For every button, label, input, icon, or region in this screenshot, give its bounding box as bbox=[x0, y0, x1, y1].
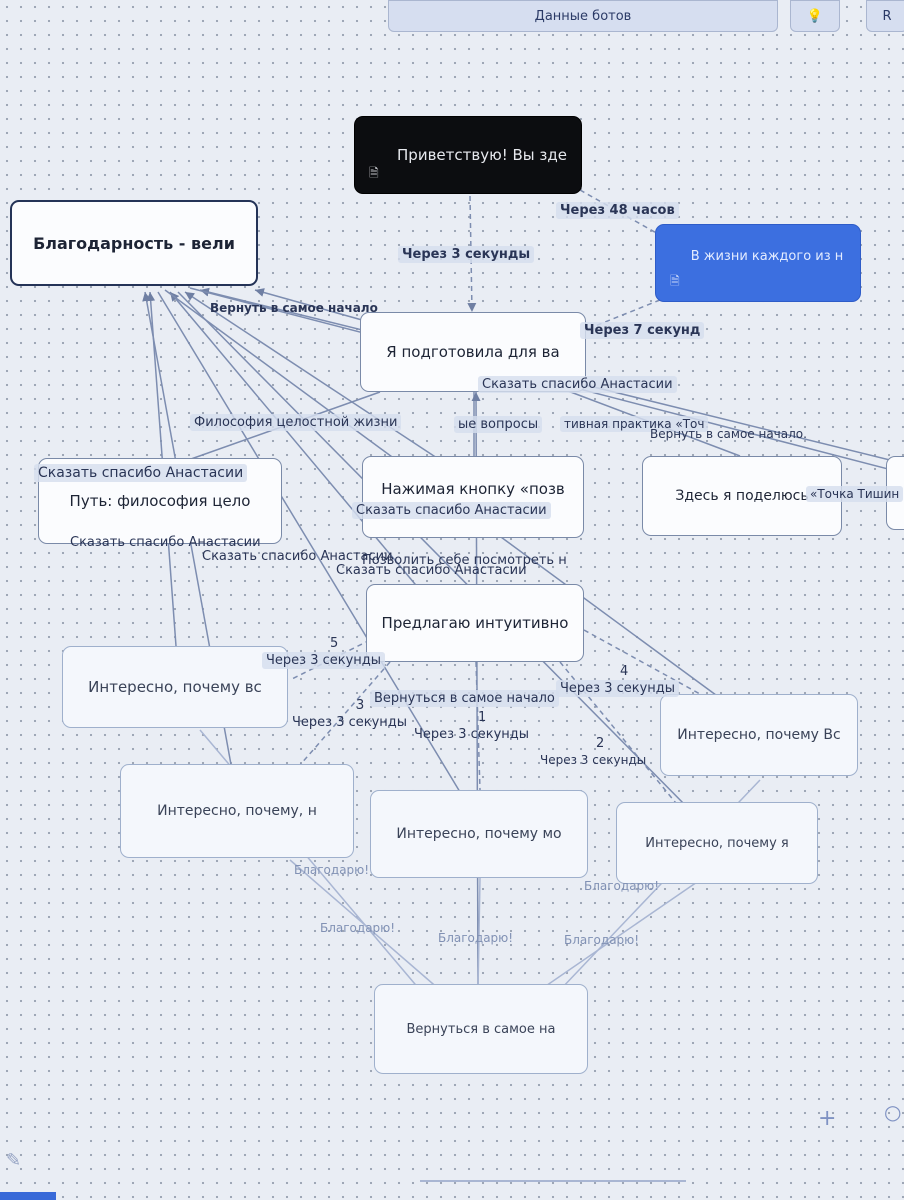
edge-label-after-3s-e[interactable]: Через 3 секунды bbox=[414, 727, 530, 742]
edge-label-after-3s-d[interactable]: Через 3 секунды bbox=[292, 715, 408, 730]
edge-label-thanks-3[interactable]: Благодарю! bbox=[320, 921, 396, 935]
edge-label-return-top[interactable]: Вернуть в самое начало bbox=[210, 301, 378, 315]
edge-label-after-3s-b[interactable]: Через 3 секунды bbox=[262, 652, 386, 669]
language-label: R bbox=[882, 8, 892, 24]
edge-label-after-3s-a[interactable]: Через 3 секунды bbox=[398, 246, 535, 263]
node-interesting-4-text: Интересно, почему Вс bbox=[677, 727, 841, 743]
node-interesting-3-text: Интересно, почему мо bbox=[396, 826, 562, 842]
node-interesting-2[interactable]: Интересно, почему, н bbox=[120, 764, 354, 858]
edge-label-thank-top[interactable]: Сказать спасибо Анастасии bbox=[478, 376, 677, 393]
node-offer-text: Предлагаю интуитивно bbox=[381, 614, 569, 632]
edge-label-thanks-1[interactable]: Благодарю! bbox=[294, 863, 370, 877]
node-press-button-text: Нажимая кнопку «позв bbox=[381, 480, 565, 498]
edge-label-thanks-2[interactable]: Благодарю! bbox=[584, 879, 660, 893]
edge-label-thank-mid[interactable]: Сказать спасибо Анастасии bbox=[202, 549, 393, 564]
node-interesting-2-text: Интересно, почему, н bbox=[157, 803, 317, 819]
edge-label-practice[interactable]: тивная практика «Точ bbox=[560, 416, 709, 432]
node-start[interactable]: 🗎 Приветствую! Вы зде bbox=[354, 116, 582, 194]
node-start-text: Приветствую! Вы зде bbox=[397, 146, 567, 164]
node-life[interactable]: 🗎 В жизни каждого из н bbox=[655, 224, 861, 302]
edge-int3-gratitude bbox=[157, 291, 461, 793]
bottom-accent-bar bbox=[0, 1192, 56, 1200]
edge-offer-int2 bbox=[299, 661, 391, 766]
node-interesting-5[interactable]: Интересно, почему я bbox=[616, 802, 818, 884]
edge-label-philosophy[interactable]: Философия целостной жизни bbox=[190, 414, 402, 431]
edge-label-return-mid[interactable]: Вернуться в самое начало bbox=[370, 690, 559, 707]
bot-data-label: Данные ботов bbox=[534, 8, 632, 24]
edge-number-3: 3 bbox=[356, 698, 365, 713]
plus-icon[interactable]: + bbox=[818, 1106, 837, 1131]
edge-number-5: 5 bbox=[330, 636, 339, 651]
edge-press-gratitude bbox=[184, 291, 441, 461]
node-prepared-text: Я подготовила для ва bbox=[386, 343, 560, 361]
edge-number-1: 1 bbox=[478, 710, 487, 725]
node-interesting-4[interactable]: Интересно, почему Вс bbox=[660, 694, 858, 776]
edge-int5-gratitude bbox=[177, 291, 691, 811]
edge-label-after-3s-f[interactable]: Через 3 секунды bbox=[540, 753, 647, 767]
node-here-share-text: Здесь я поделюсь bbox=[675, 488, 809, 504]
node-press-button[interactable]: Нажимая кнопку «позв bbox=[362, 456, 584, 538]
edge-label-tochka[interactable]: «Точка Тишин bbox=[806, 486, 904, 502]
node-interesting-3[interactable]: Интересно, почему мо bbox=[370, 790, 588, 878]
node-return-start-text: Вернуться в самое на bbox=[406, 1021, 556, 1037]
lightbulb-icon[interactable]: 💡 bbox=[790, 0, 840, 32]
edge-label-thank-mid2[interactable]: Сказать спасибо Анастасии bbox=[336, 563, 527, 578]
edge-offer-int1 bbox=[289, 639, 371, 681]
node-path-text: Путь: философия цело bbox=[69, 492, 251, 510]
edge-label-thank-center[interactable]: Сказать спасибо Анастасии bbox=[352, 502, 551, 519]
edge-label-after-48h[interactable]: Через 48 часов bbox=[556, 202, 679, 219]
node-interesting-1[interactable]: Интересно, почему вс bbox=[62, 646, 288, 728]
edge-int3-return bbox=[477, 877, 481, 991]
edge-label-questions[interactable]: ые вопросы bbox=[454, 416, 543, 433]
edge-label-thank-left2[interactable]: Сказать спасибо Анастасии bbox=[70, 535, 261, 550]
node-interesting-5-text: Интересно, почему я bbox=[645, 835, 789, 851]
node-life-text: В жизни каждого из н bbox=[690, 248, 844, 264]
edge-label-allow-self[interactable]: Позволить себе посмотреть н bbox=[362, 553, 567, 568]
edge-int5-return bbox=[539, 879, 701, 991]
node-gratitude[interactable]: Благодарность - вели bbox=[10, 200, 258, 286]
edge-label-after-7s[interactable]: Через 7 секунд bbox=[580, 322, 705, 339]
node-offer[interactable]: Предлагаю интуитивно bbox=[366, 584, 584, 662]
bottom-divider bbox=[420, 1180, 686, 1182]
node-interesting-1-text: Интересно, почему вс bbox=[88, 678, 262, 696]
node-return-start[interactable]: Вернуться в самое на bbox=[374, 984, 588, 1074]
document-icon: 🗎 bbox=[369, 166, 379, 180]
edge-offer-int4 bbox=[583, 629, 701, 695]
zoom-icon[interactable]: ○ bbox=[884, 1100, 902, 1124]
edge-label-thanks-5[interactable]: Благодарю! bbox=[564, 933, 640, 947]
edge-label-thanks-4[interactable]: Благодарю! bbox=[438, 931, 514, 945]
edge-prepared-path bbox=[159, 391, 381, 471]
bot-data-button[interactable]: Данные ботов bbox=[388, 0, 778, 32]
edge-label-thank-left[interactable]: Сказать спасибо Анастасии bbox=[34, 464, 248, 482]
edge-offer-gratitude bbox=[169, 291, 421, 591]
edge-number-2: 2 bbox=[596, 736, 605, 751]
edge-label-return-right[interactable]: Вернуть в самое начало. bbox=[650, 427, 807, 441]
edge-label-after-3s-c[interactable]: Через 3 секунды bbox=[556, 680, 680, 697]
node-gratitude-text: Благодарность - вели bbox=[33, 233, 235, 253]
document-icon: 🗎 bbox=[670, 274, 680, 288]
edge-prepared-gratitude bbox=[254, 288, 363, 321]
pencil-icon[interactable]: ✎ bbox=[6, 1150, 22, 1171]
edge-number-4: 4 bbox=[620, 664, 629, 679]
language-button[interactable]: R bbox=[866, 0, 904, 32]
edge-offer-int3 bbox=[475, 661, 481, 791]
